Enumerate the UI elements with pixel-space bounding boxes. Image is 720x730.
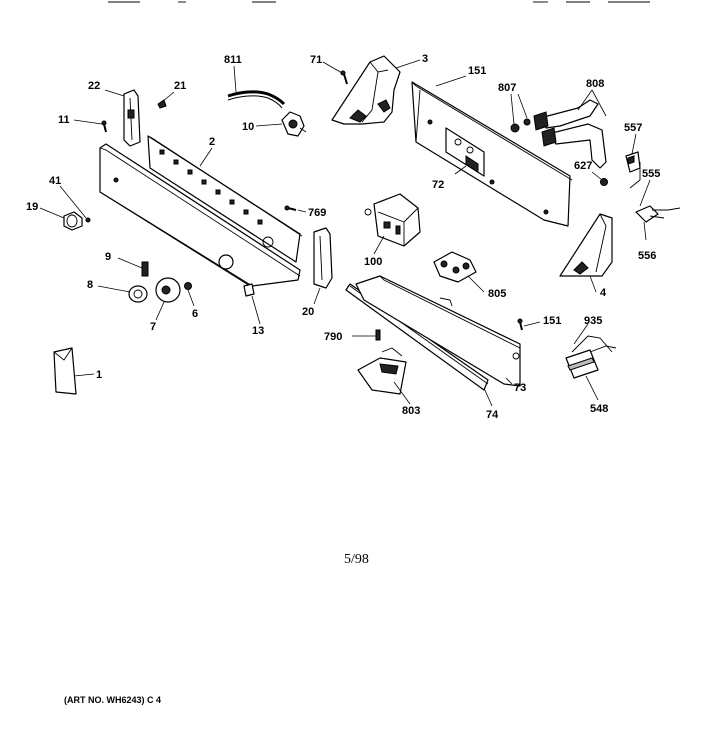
callout-1: 1 [96,369,102,381]
part-3-end-cap [331,55,401,125]
part-100-timer [364,193,421,247]
callout-11: 11 [58,114,70,126]
callout-556: 556 [638,250,656,262]
art-number: (ART NO. WH6243) C 4 [64,695,161,705]
part-803-lid-lock [357,347,407,395]
part-22-bracket [123,89,141,147]
callout-9: 9 [105,251,111,263]
part-811-cable [227,90,286,109]
part-627-nut [600,178,608,186]
callout-6: 6 [192,308,198,320]
part-769-screw [284,205,297,211]
callout-7: 7 [150,321,156,333]
part-21-clip [157,99,167,109]
part-7-dial [155,277,181,303]
callout-8: 8 [87,279,93,291]
callout-41: 41 [49,175,61,187]
part-71-screw [340,70,348,85]
callout-811: 811 [224,54,242,66]
callout-19: 19 [26,201,38,213]
callout-2: 2 [209,136,215,148]
part-808-hoses [533,99,607,169]
callout-808: 808 [586,78,604,90]
part-73-cover [355,275,521,387]
callout-73: 73 [514,382,526,394]
callout-74: 74 [486,409,499,421]
part-19-knob [63,211,83,231]
callout-627: 627 [574,160,592,172]
part-807-nuts [510,118,531,133]
callout-555: 555 [642,168,660,180]
callout-769: 769 [308,207,326,219]
callout-935: 935 [584,315,602,327]
callout-20: 20 [302,306,314,318]
callout-10: 10 [242,121,254,133]
callout-548: 548 [590,403,608,415]
callout-807: 807 [498,82,516,94]
leader-lines [39,59,651,407]
callout-72: 72 [432,179,444,191]
part-548-harness [565,335,617,379]
callout-21: 21 [174,80,186,92]
part-557-switch [625,151,641,189]
part-805-switch [433,251,477,283]
callout-151-bottom: 151 [543,315,561,327]
callout-790: 790 [324,331,342,343]
part-13-front-panel [99,143,301,297]
callout-805: 805 [488,288,506,300]
callout-557: 557 [624,122,642,134]
callout-803: 803 [402,405,420,417]
callout-labels: 811 71 3 151 807 808 22 21 11 10 2 557 6… [26,53,660,421]
part-20-bracket [313,227,333,289]
callout-71: 71 [310,54,322,66]
part-1-manual [53,347,77,395]
date-code: 5/98 [344,552,369,567]
part-41-screw [85,217,91,223]
part-790-screw [375,329,381,341]
callout-13: 13 [252,325,264,337]
callout-22: 22 [88,80,100,92]
callout-151-top: 151 [468,65,486,77]
part-8-knob [128,285,148,303]
part-151-screw [517,318,523,331]
part-2-control-panel [147,135,303,263]
part-10-clip [281,111,307,137]
part-555-556-connector [635,205,681,223]
callout-3: 3 [422,53,428,65]
callout-4: 4 [600,287,607,299]
part-11-screw [101,120,107,133]
part-151-backsplash [411,81,573,227]
part-6-nut [184,282,192,290]
callout-100: 100 [364,256,382,268]
part-4-end-cap [559,213,613,277]
part-9-clip [141,261,149,277]
